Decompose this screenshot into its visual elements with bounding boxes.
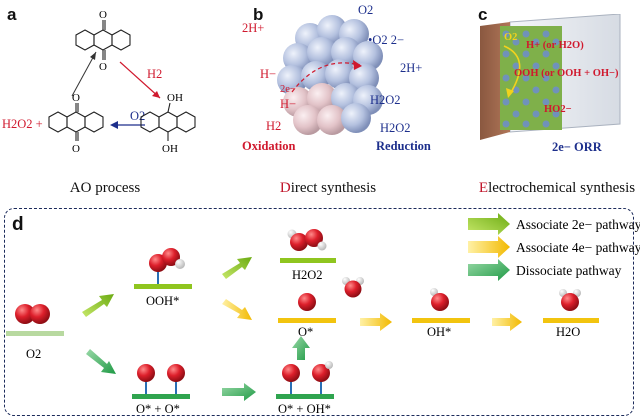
- o-star-label: O*: [298, 325, 313, 339]
- o2-surface: [6, 331, 64, 336]
- ooh-intermediate: [149, 248, 185, 284]
- legend-label-dissociate: Dissociate pathway: [516, 263, 622, 278]
- arrow-oh-to-h2o: [492, 313, 522, 331]
- atom-oh-top: OH: [167, 92, 183, 104]
- ho2-label: HO2−: [544, 104, 572, 115]
- reaction-arrow: [503, 45, 521, 95]
- h2o2-product-b: H2O2: [380, 121, 411, 135]
- o-o-label: O* + O*: [136, 402, 180, 416]
- proton-label-c: H+ (or H2O): [526, 40, 584, 51]
- orr-label: 2e− ORR: [552, 140, 603, 154]
- o-oh-label: O* + OH*: [278, 402, 331, 416]
- h2o-molecule: [559, 289, 581, 311]
- superoxide-label: •O2 2−: [368, 33, 404, 47]
- caption-electrochemical: Electrochemical synthesis: [474, 180, 640, 197]
- direct-synthesis-diagram: 2H+ H− 2e− H− H2 Oxidation O2 •O2 2− 2H+…: [242, 3, 431, 153]
- h2o2-surface: [280, 258, 336, 263]
- oh-star-label: OH*: [427, 325, 451, 339]
- anthraquinone-top: [75, 20, 131, 60]
- anthraquinone-left: [48, 103, 104, 141]
- atom-o-top2: O: [99, 61, 107, 73]
- panel-b-label: b: [253, 5, 264, 24]
- h2-reactant: H2: [266, 119, 281, 133]
- legend-arrow-4e: [468, 236, 510, 258]
- arrow-ooh-up-to-o: [292, 336, 310, 360]
- oxidation-label: Oxidation: [242, 139, 296, 153]
- legend-label-2e: Associate 2e− pathway: [516, 217, 640, 232]
- o-o-surface: [132, 394, 190, 399]
- regen-arrow: [71, 51, 97, 97]
- o2-label-c: O2: [504, 32, 517, 43]
- reduction-label: Reduction: [376, 139, 431, 153]
- catalyst-layer: [500, 26, 562, 130]
- o2-reactant: O2: [358, 3, 373, 17]
- caption-rest: irect synthesis: [290, 180, 377, 196]
- oh-star-surface: [412, 318, 470, 323]
- panel-d-frame: [4, 208, 634, 416]
- h2o2-label-d: H2O2: [292, 268, 323, 282]
- two-e-label: 2e−: [280, 84, 296, 95]
- atom-o-top: O: [99, 9, 107, 21]
- intermediate-label: OOH (or OOH + OH−): [514, 68, 619, 79]
- h2o2-label: H2O2 +: [2, 117, 43, 131]
- h2o-label: H2O: [556, 325, 580, 339]
- arrow-o-to-oh: [360, 313, 392, 331]
- h2-label: H2: [147, 67, 162, 81]
- orr-pathway-diagram: Associate 2e− pathway Associate 4e− path…: [6, 213, 640, 416]
- arrow-ooh-to-h2o2: [222, 257, 252, 279]
- oh-star-atom: [430, 288, 449, 311]
- caption-initial-c: E: [478, 180, 489, 196]
- o-o-intermediate: [137, 364, 185, 394]
- o2-species-label: O2: [26, 347, 41, 361]
- o-star-atom: [298, 293, 316, 311]
- atom-o-left: O: [72, 92, 80, 104]
- o2-molecule: [15, 304, 50, 324]
- h2-arrow: [119, 61, 161, 99]
- caption-ao-process: AO process: [69, 180, 141, 196]
- ooh-label: OOH*: [146, 294, 179, 308]
- atom-oh-bottom: OH: [162, 143, 178, 155]
- arrow-o2-to-ooh: [82, 294, 114, 317]
- panel-a-label: a: [7, 5, 17, 24]
- h2o2-molecule: [287, 229, 327, 251]
- proton-in-label: 2H+: [400, 61, 422, 75]
- ao-process-diagram: O O H2 O2 O O H2O2 + OH OH: [2, 9, 196, 155]
- arrow-ooh-to-o: [222, 299, 252, 320]
- h-minus-1: H−: [260, 67, 276, 81]
- panel-d-label: d: [12, 214, 24, 235]
- electrochemical-diagram: O2 H+ (or H2O) OOH (or OOH + OH−) HO2− 2…: [480, 14, 621, 154]
- caption-initial: D: [279, 180, 291, 196]
- atom-o-left2: O: [72, 143, 80, 155]
- water-released: [342, 277, 364, 298]
- o-oh-surface: [276, 394, 334, 399]
- proton-out-label: 2H+: [242, 21, 264, 35]
- electron-path: [291, 62, 361, 93]
- legend-label-4e: Associate 4e− pathway: [516, 240, 640, 255]
- h-minus-2: H−: [280, 97, 296, 111]
- caption-rest-c: lectrochemical synthesis: [488, 180, 636, 196]
- panel-c-label: c: [478, 5, 488, 24]
- anthrahydroquinone: [140, 102, 196, 141]
- h2o-surface: [543, 318, 599, 323]
- caption-direct-synthesis: Direct synthesis: [268, 180, 388, 197]
- nanoparticle-cluster: [277, 15, 383, 135]
- arrow-o2-to-oo: [86, 349, 116, 374]
- arrow-oo-to-ooh: [222, 383, 256, 401]
- ooh-surface: [134, 284, 192, 289]
- h2o2-product: H2O2: [370, 93, 401, 107]
- legend-arrow-2e: [468, 213, 510, 235]
- legend-arrow-dissociate: [468, 259, 510, 281]
- o-oh-intermediate: [282, 361, 333, 394]
- o-star-surface: [278, 318, 336, 323]
